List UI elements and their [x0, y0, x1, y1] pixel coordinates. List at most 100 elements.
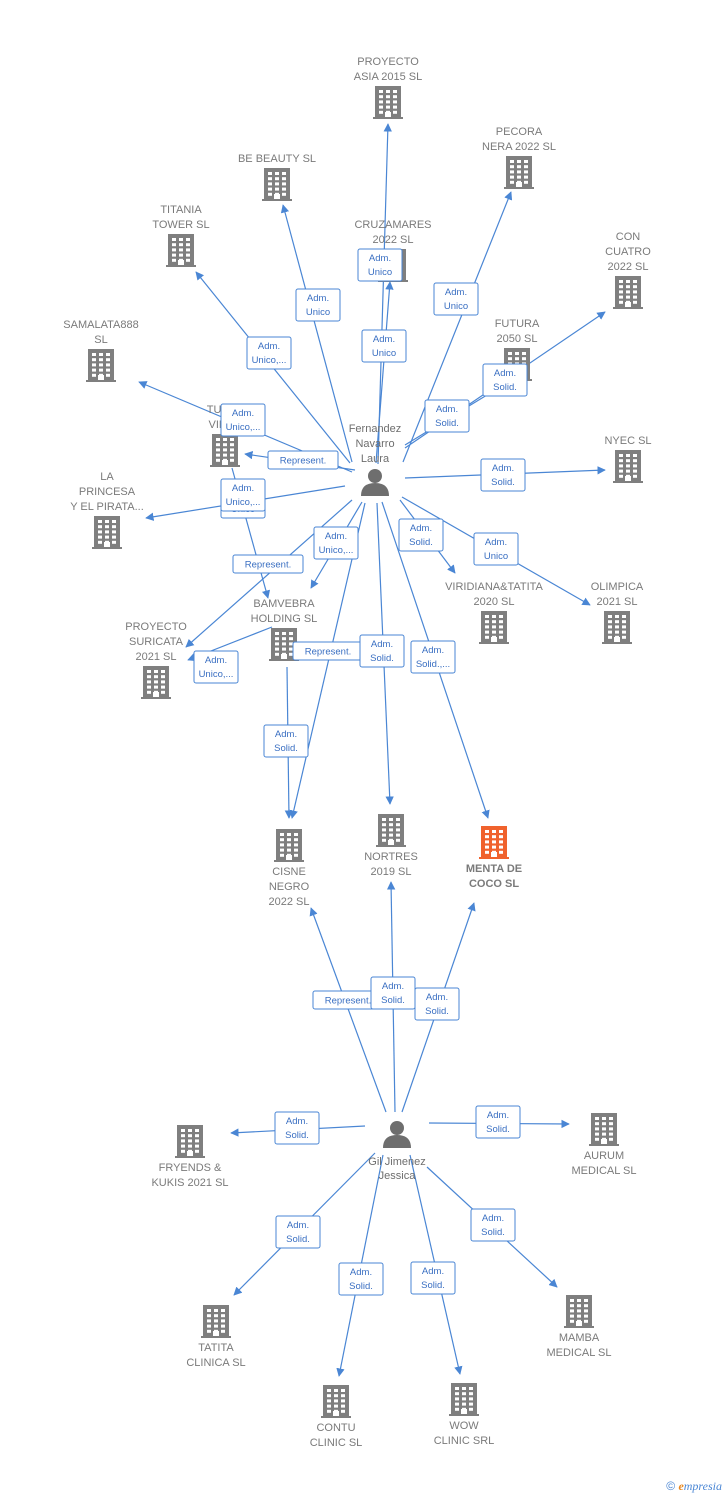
edge-label-text: Represent.: [280, 456, 326, 467]
edge-label-text: Solid.,...: [416, 659, 450, 670]
building-icon: [613, 450, 643, 483]
edge-label[interactable]: Represent.: [292, 641, 364, 661]
edge-label-text: Represent.: [245, 560, 291, 571]
edge-label[interactable]: Adm.Solid.: [338, 1262, 384, 1296]
edge-label[interactable]: Adm.Solid.: [482, 363, 528, 397]
company-label: TITANIA: [160, 204, 202, 216]
company-node-la-princesa[interactable]: LA PRINCESA Y EL PIRATA...: [70, 471, 144, 549]
edge-label[interactable]: Adm.Solid.: [414, 987, 460, 1021]
person-label: Navarro: [355, 438, 394, 450]
edge-fernandez-to-be_beauty: [280, 204, 353, 463]
company-label: SL: [94, 334, 107, 346]
edge-label[interactable]: Represent.: [267, 450, 339, 470]
edge-label[interactable]: Adm.Solid.: [370, 976, 416, 1010]
company-label: PRINCESA: [79, 486, 136, 498]
edge-label[interactable]: Adm.Unico: [295, 288, 341, 322]
company-label: CISNE: [272, 866, 306, 878]
company-label: LA: [100, 471, 114, 483]
company-label: CLINIC SL: [310, 1437, 363, 1449]
edge-label-text: Adm.: [422, 1266, 444, 1277]
company-label: Y EL PIRATA...: [70, 501, 144, 513]
edge-label[interactable]: Adm.Solid.: [475, 1105, 521, 1139]
edge-label-text: Adm.: [494, 368, 516, 379]
edge-label-box: [338, 1262, 384, 1296]
edge-fernandez-to-pecora: [402, 191, 513, 463]
edge-label-box: [274, 1111, 320, 1145]
company-node-fryends[interactable]: FRYENDS &KUKIS 2021 SL: [151, 1125, 229, 1189]
company-label: TATITA: [198, 1342, 234, 1354]
edge-label-text: Solid.: [421, 1280, 445, 1291]
edge-label-text: Adm.: [410, 523, 432, 534]
edge-label[interactable]: Represent.: [232, 554, 304, 574]
company-label: KUKIS 2021 SL: [151, 1177, 228, 1189]
edge-label-box: [357, 248, 403, 282]
edge-label[interactable]: Adm.Solid.: [359, 634, 405, 668]
edge-label-text: Adm.: [258, 341, 280, 352]
edge-label-box: [193, 650, 239, 684]
company-node-be-beauty[interactable]: BE BEAUTY SL: [238, 153, 316, 201]
edge-label-text: Adm.: [492, 463, 514, 474]
building-icon: [274, 829, 304, 862]
copyright-symbol: ©: [666, 1479, 676, 1493]
company-label: CON: [616, 231, 641, 243]
edge-label[interactable]: Adm. Solid.: [410, 1261, 456, 1295]
company-label: NORTRES: [364, 851, 418, 863]
edge-label[interactable]: Adm.Unico: [473, 532, 519, 566]
brand-logo[interactable]: empresia: [678, 1479, 722, 1493]
edge-label[interactable]: Adm.Unico,...: [313, 526, 359, 560]
company-label: MEDICAL SL: [571, 1165, 636, 1177]
edge-label[interactable]: Adm.Solid.: [263, 724, 309, 758]
company-node-nyec[interactable]: NYEC SL: [604, 435, 652, 483]
edge-label-box: [246, 336, 292, 370]
copyright-notice: © empresia: [666, 1479, 722, 1494]
building-icon: [602, 611, 632, 644]
company-label: MENTA DE: [466, 863, 522, 875]
edge-label[interactable]: Adm.Solid.: [424, 399, 470, 433]
edge-label-box: [295, 288, 341, 322]
company-label: MEDICAL SL: [546, 1347, 611, 1359]
edge-label-box: [361, 329, 407, 363]
person-label: Laura: [361, 453, 390, 465]
edge-line: [309, 907, 387, 1113]
edge-label[interactable]: Adm.Unico: [357, 248, 403, 282]
person-icon: [361, 469, 389, 496]
edge-label[interactable]: Adm.Unico,...: [193, 650, 239, 684]
edge-label[interactable]: Adm.Solid.: [275, 1215, 321, 1249]
edge-label[interactable]: Adm.Solid.: [274, 1111, 320, 1145]
edge-label[interactable]: Adm.Unico: [433, 282, 479, 316]
edge-line: [377, 123, 392, 465]
edge-label-text: Unico,...: [319, 545, 354, 556]
edge-label[interactable]: Adm.Unico,...: [220, 478, 266, 512]
edge-label-text: Solid.: [381, 995, 405, 1006]
edge-label-text: Adm.: [232, 408, 254, 419]
edge-label-box: [220, 478, 266, 512]
edge-label[interactable]: Adm.Solid.: [480, 458, 526, 492]
edge-label[interactable]: Adm.Solid.,...: [410, 640, 456, 674]
edge-label-text: Adm.: [373, 334, 395, 345]
edge-label[interactable]: Adm.Solid.: [470, 1208, 516, 1242]
edge-label[interactable]: Adm.Unico: [361, 329, 407, 363]
edge-label[interactable]: Adm.Unico,...: [246, 336, 292, 370]
edge-label[interactable]: Adm.Solid.: [398, 518, 444, 552]
building-icon: [449, 1383, 479, 1416]
edge-label[interactable]: Adm.Unico,...: [220, 403, 266, 437]
